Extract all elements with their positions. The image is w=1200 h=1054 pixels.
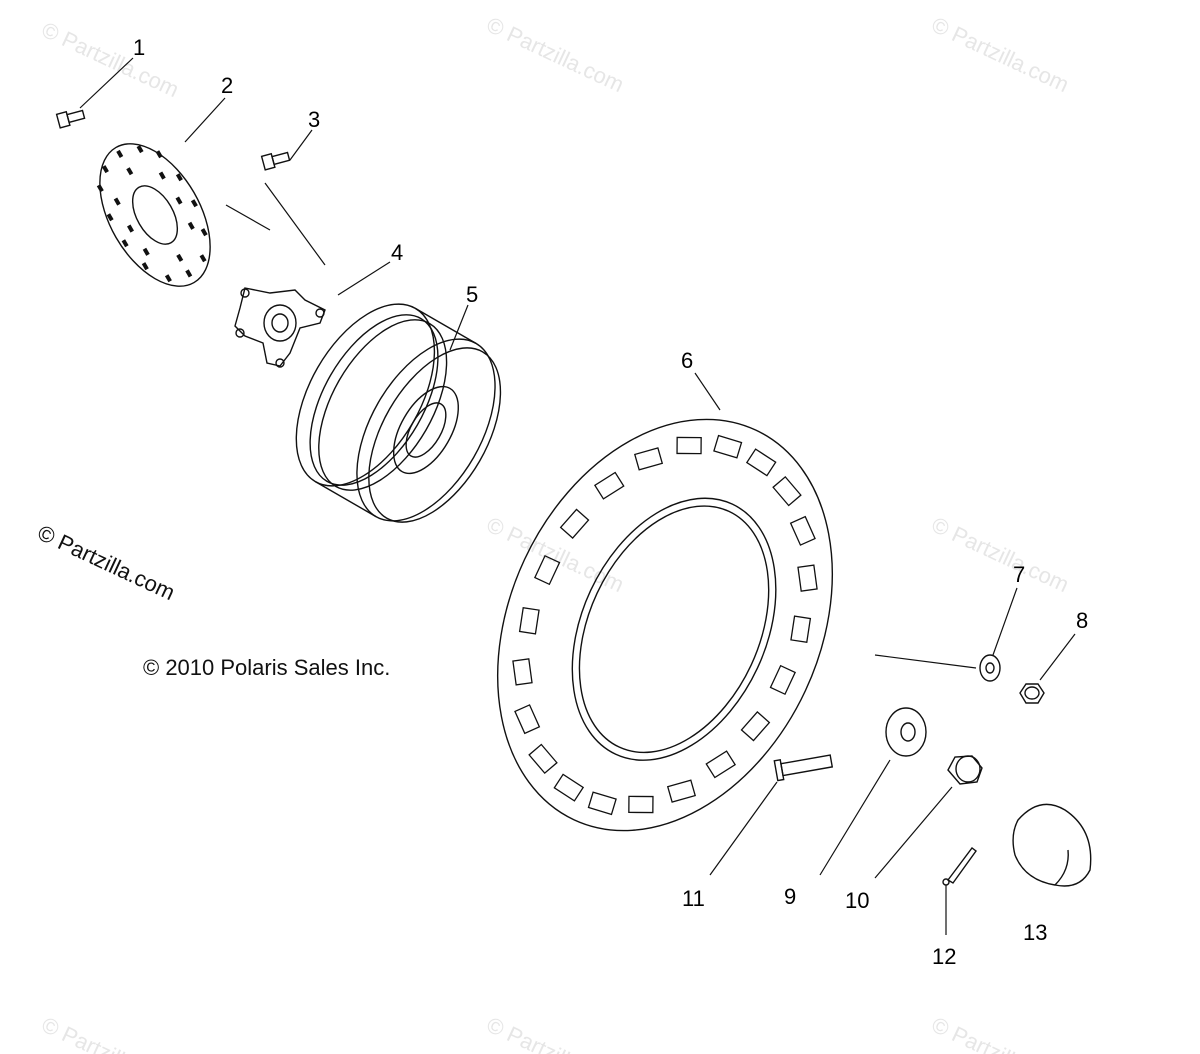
callouts: 1 2 3 4 5 6 7 8 9 10 11 12 13 — [133, 35, 1088, 969]
part-castle-nut — [947, 755, 983, 785]
tread-block — [789, 515, 816, 546]
watermark: © Partzilla.com — [38, 17, 183, 102]
part-lug-nut — [1019, 683, 1045, 704]
disc-hole — [142, 247, 150, 256]
callout-5: 5 — [466, 282, 478, 307]
part-bolt-3 — [260, 151, 291, 171]
tread-block — [553, 773, 585, 802]
tread-block — [533, 554, 561, 586]
disc-hole — [136, 145, 144, 154]
disc-hole — [126, 167, 134, 176]
disc-hole — [175, 173, 183, 182]
part-bolt-1 — [55, 109, 86, 129]
disc-hole — [106, 213, 114, 222]
disc-hole — [185, 269, 193, 278]
callout-10: 10 — [845, 888, 869, 913]
callout-4: 4 — [391, 240, 403, 265]
disc-hole — [113, 197, 121, 206]
leader-lines — [79, 57, 1076, 935]
disc-hole — [200, 228, 208, 237]
copyright-notice: © 2010 Polaris Sales Inc. — [143, 655, 391, 680]
tread-block — [705, 750, 737, 779]
tread-block — [769, 664, 797, 696]
disc-hole — [175, 196, 183, 205]
watermark: © Partzilla.com — [928, 512, 1073, 597]
tread-block — [713, 434, 743, 459]
tread-block — [790, 615, 812, 644]
disc-hole — [155, 150, 163, 159]
tread-block — [740, 711, 771, 742]
disc-hole — [199, 254, 207, 263]
disc-hole — [121, 239, 129, 248]
disc-hole — [190, 199, 198, 208]
watermark: © Partzilla.com — [483, 1012, 628, 1054]
callout-2: 2 — [221, 73, 233, 98]
disc-hole — [116, 149, 124, 158]
watermark: © Partzilla.com — [483, 512, 628, 597]
part-brake-disc — [96, 143, 211, 287]
disc-hole — [164, 274, 172, 283]
part-tire — [496, 418, 834, 832]
part-wheel-hub — [234, 287, 326, 368]
part-wheel-rim — [295, 303, 502, 523]
brand-watermark: © Partzilla.com — [34, 520, 179, 605]
part-stud — [773, 754, 834, 782]
tread-block — [528, 743, 558, 775]
callout-13: 13 — [1023, 920, 1047, 945]
disc-hole — [96, 184, 104, 193]
disc-hole — [158, 171, 166, 180]
part-cotter-pin — [942, 847, 977, 886]
disc-hole — [176, 253, 184, 262]
disc-hole — [127, 224, 134, 233]
watermark: © Partzilla.com — [38, 1012, 183, 1054]
tread-block — [676, 436, 702, 455]
tread-block — [587, 791, 617, 816]
callout-1: 1 — [133, 35, 145, 60]
part-hub-cap — [1012, 803, 1092, 887]
watermark: © Partzilla.com — [928, 1012, 1073, 1054]
disc-hole — [101, 165, 109, 174]
tread-block — [514, 704, 541, 735]
tread-block — [512, 658, 533, 686]
part-washer-7 — [979, 654, 1001, 682]
callout-3: 3 — [308, 107, 320, 132]
disc-hole — [187, 221, 195, 230]
callout-7: 7 — [1013, 562, 1025, 587]
tread-block — [745, 448, 777, 477]
callout-8: 8 — [1076, 608, 1088, 633]
tread-block — [593, 471, 625, 500]
tread-block — [628, 795, 654, 814]
tread-block — [666, 779, 697, 803]
tread-block — [633, 447, 664, 471]
callout-12: 12 — [932, 944, 956, 969]
part-washer-9 — [885, 707, 927, 757]
tread-block — [518, 606, 540, 635]
callout-11: 11 — [682, 886, 705, 911]
callout-9: 9 — [784, 884, 796, 909]
tread-block — [772, 475, 802, 507]
tread-block — [797, 564, 818, 592]
callout-6: 6 — [681, 348, 693, 373]
watermark: © Partzilla.com — [928, 12, 1073, 97]
watermarks: © Partzilla.com © Partzilla.com © Partzi… — [38, 12, 1073, 1054]
tread-block — [559, 508, 590, 539]
disc-hole — [141, 262, 149, 271]
watermark: © Partzilla.com — [483, 12, 628, 97]
